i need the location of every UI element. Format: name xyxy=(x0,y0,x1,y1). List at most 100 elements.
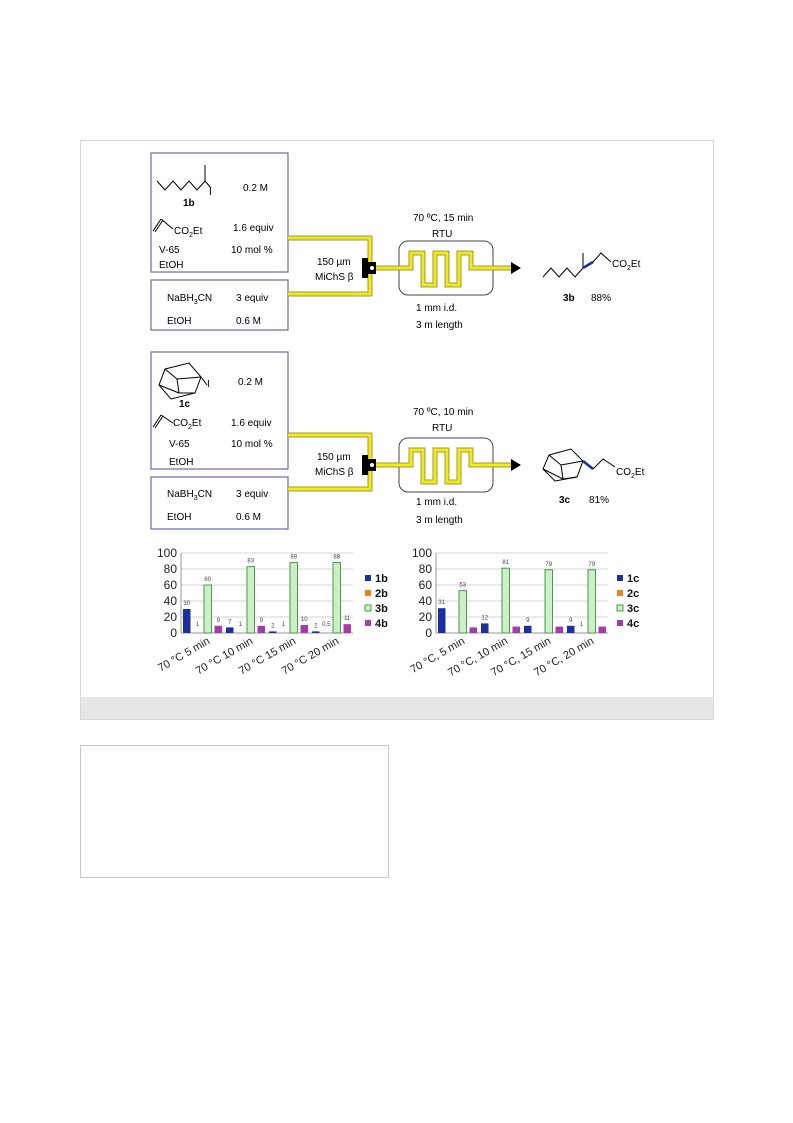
outlet-arrow-b xyxy=(511,262,521,274)
conditions-c: 70 ºC, 10 min xyxy=(413,407,473,418)
data-label: 1 xyxy=(239,622,243,628)
figure-panel: I 1b 0.2 M CO2Et 1.6 equiv V-65 10 mol %… xyxy=(80,140,714,720)
bar-3c xyxy=(587,569,596,634)
scheme-b: I 1b 0.2 M CO2Et 1.6 equiv V-65 10 mol %… xyxy=(150,152,641,331)
substrate-label-c: 1c xyxy=(179,399,191,410)
solvent1-b: EtOH xyxy=(159,260,183,271)
data-label: 2 xyxy=(314,623,318,629)
bar-4b xyxy=(343,624,351,633)
reagent-box-b1 xyxy=(150,152,289,273)
data-label: 79 xyxy=(545,562,552,568)
reagent-box-c1 xyxy=(150,351,289,470)
data-label: 30 xyxy=(183,601,190,607)
data-label: 60 xyxy=(204,577,211,583)
bar-4b xyxy=(257,625,265,633)
reductant-equiv-c: 3 equiv xyxy=(236,489,268,500)
mixer-name-b: MiChS β xyxy=(315,272,354,283)
data-label: 83 xyxy=(247,559,254,565)
bar-1c xyxy=(567,625,575,633)
y-tick-label: 100 xyxy=(157,546,177,560)
legend-label-4c: 4c xyxy=(627,618,639,630)
substrate-label-b: 1b xyxy=(183,198,195,209)
acrylate-structure-b xyxy=(152,218,174,233)
bar-3b xyxy=(332,562,341,634)
tube-id-b: 1 mm i.d. xyxy=(416,303,457,314)
legend-swatch-3b xyxy=(364,604,372,612)
legend-swatch-3c xyxy=(616,604,624,612)
initiator-amount-c: 10 mol % xyxy=(231,439,273,450)
unit-b: RTU xyxy=(432,229,452,240)
legend-swatch-4c xyxy=(617,620,623,626)
legend-swatch-1b xyxy=(365,575,371,581)
mixer-size-b: 150 µm xyxy=(317,257,351,268)
mixer-b xyxy=(362,258,376,278)
data-label: 2 xyxy=(271,623,275,629)
bar-4c xyxy=(469,627,477,633)
y-tick-label: 60 xyxy=(164,578,178,592)
solvent2-c: EtOH xyxy=(167,512,191,523)
acrylate-equiv-b: 1.6 equiv xyxy=(233,223,274,234)
product-yield-c: 81% xyxy=(589,495,609,506)
data-label: 9 xyxy=(569,618,573,624)
legend-swatch-4b xyxy=(365,620,371,626)
legend-label-3c: 3c xyxy=(627,603,639,615)
acrylate-formula-b: CO2Et xyxy=(174,226,203,239)
legend-label-1b: 1b xyxy=(375,573,388,585)
acrylate-formula-c: CO2Et xyxy=(173,418,202,431)
y-tick-label: 0 xyxy=(425,626,432,640)
legend-label-3b: 3b xyxy=(375,603,388,615)
data-label: 9 xyxy=(260,618,264,624)
scheme-c: I 1c 0.2 M CO2Et 1.6 equiv V-65 10 mol %… xyxy=(150,351,645,530)
substrate-1c-structure xyxy=(158,362,208,400)
mixer-name-c: MiChS β xyxy=(315,467,354,478)
mixer-c xyxy=(362,455,376,475)
reductant-c: NaBH3CN xyxy=(167,489,212,502)
reagent-box-c2 xyxy=(150,476,289,530)
data-label: 9 xyxy=(217,618,221,624)
y-tick-label: 20 xyxy=(419,610,433,624)
y-tick-label: 100 xyxy=(412,546,432,560)
legend-label-1c: 1c xyxy=(627,573,639,585)
y-tick-label: 80 xyxy=(164,562,178,576)
legend-label-2c: 2c xyxy=(627,588,639,600)
caption-box xyxy=(80,745,389,878)
bar-1b xyxy=(183,609,191,633)
data-label: 7 xyxy=(228,619,232,625)
initiator-c: V-65 xyxy=(169,439,190,450)
data-label: 9 xyxy=(526,618,530,624)
bar-3c xyxy=(544,569,553,634)
reagent-box-b2 xyxy=(150,279,289,331)
data-label: 79 xyxy=(588,562,595,568)
acrylate-structure-c xyxy=(152,414,174,429)
bar-3c xyxy=(501,567,510,634)
tube-length-b: 3 m length xyxy=(416,320,463,331)
data-label: 31 xyxy=(438,600,445,606)
substrate-1b-structure xyxy=(156,165,212,191)
product-formula-b: CO2Et xyxy=(612,259,641,272)
bar-3c xyxy=(458,590,467,634)
outlet-arrow-c xyxy=(511,459,521,471)
product-3b-structure xyxy=(542,252,612,278)
data-label: 1 xyxy=(580,622,584,628)
iodo-atom-c: I xyxy=(207,379,210,390)
data-label: 88 xyxy=(333,555,340,561)
conditions-b: 70 ºC, 15 min xyxy=(413,213,473,224)
substrate-conc-c: 0.2 M xyxy=(238,377,263,388)
feed-tubing-b xyxy=(288,235,373,297)
panel-footer-bar xyxy=(81,697,713,719)
bar-1c xyxy=(481,623,489,633)
solvent2-conc-b: 0.6 M xyxy=(236,316,261,327)
y-tick-label: 60 xyxy=(419,578,433,592)
y-tick-label: 40 xyxy=(164,594,178,608)
solvent2-conc-c: 0.6 M xyxy=(236,512,261,523)
data-label: 1 xyxy=(196,622,200,628)
data-label: 10 xyxy=(301,617,308,623)
bar-4c xyxy=(512,626,520,633)
mixer-size-c: 150 µm xyxy=(317,452,351,463)
y-tick-label: 0 xyxy=(170,626,177,640)
reactor-coil-c xyxy=(376,447,511,485)
data-label: 11 xyxy=(344,616,351,622)
bar-3b xyxy=(203,584,212,634)
